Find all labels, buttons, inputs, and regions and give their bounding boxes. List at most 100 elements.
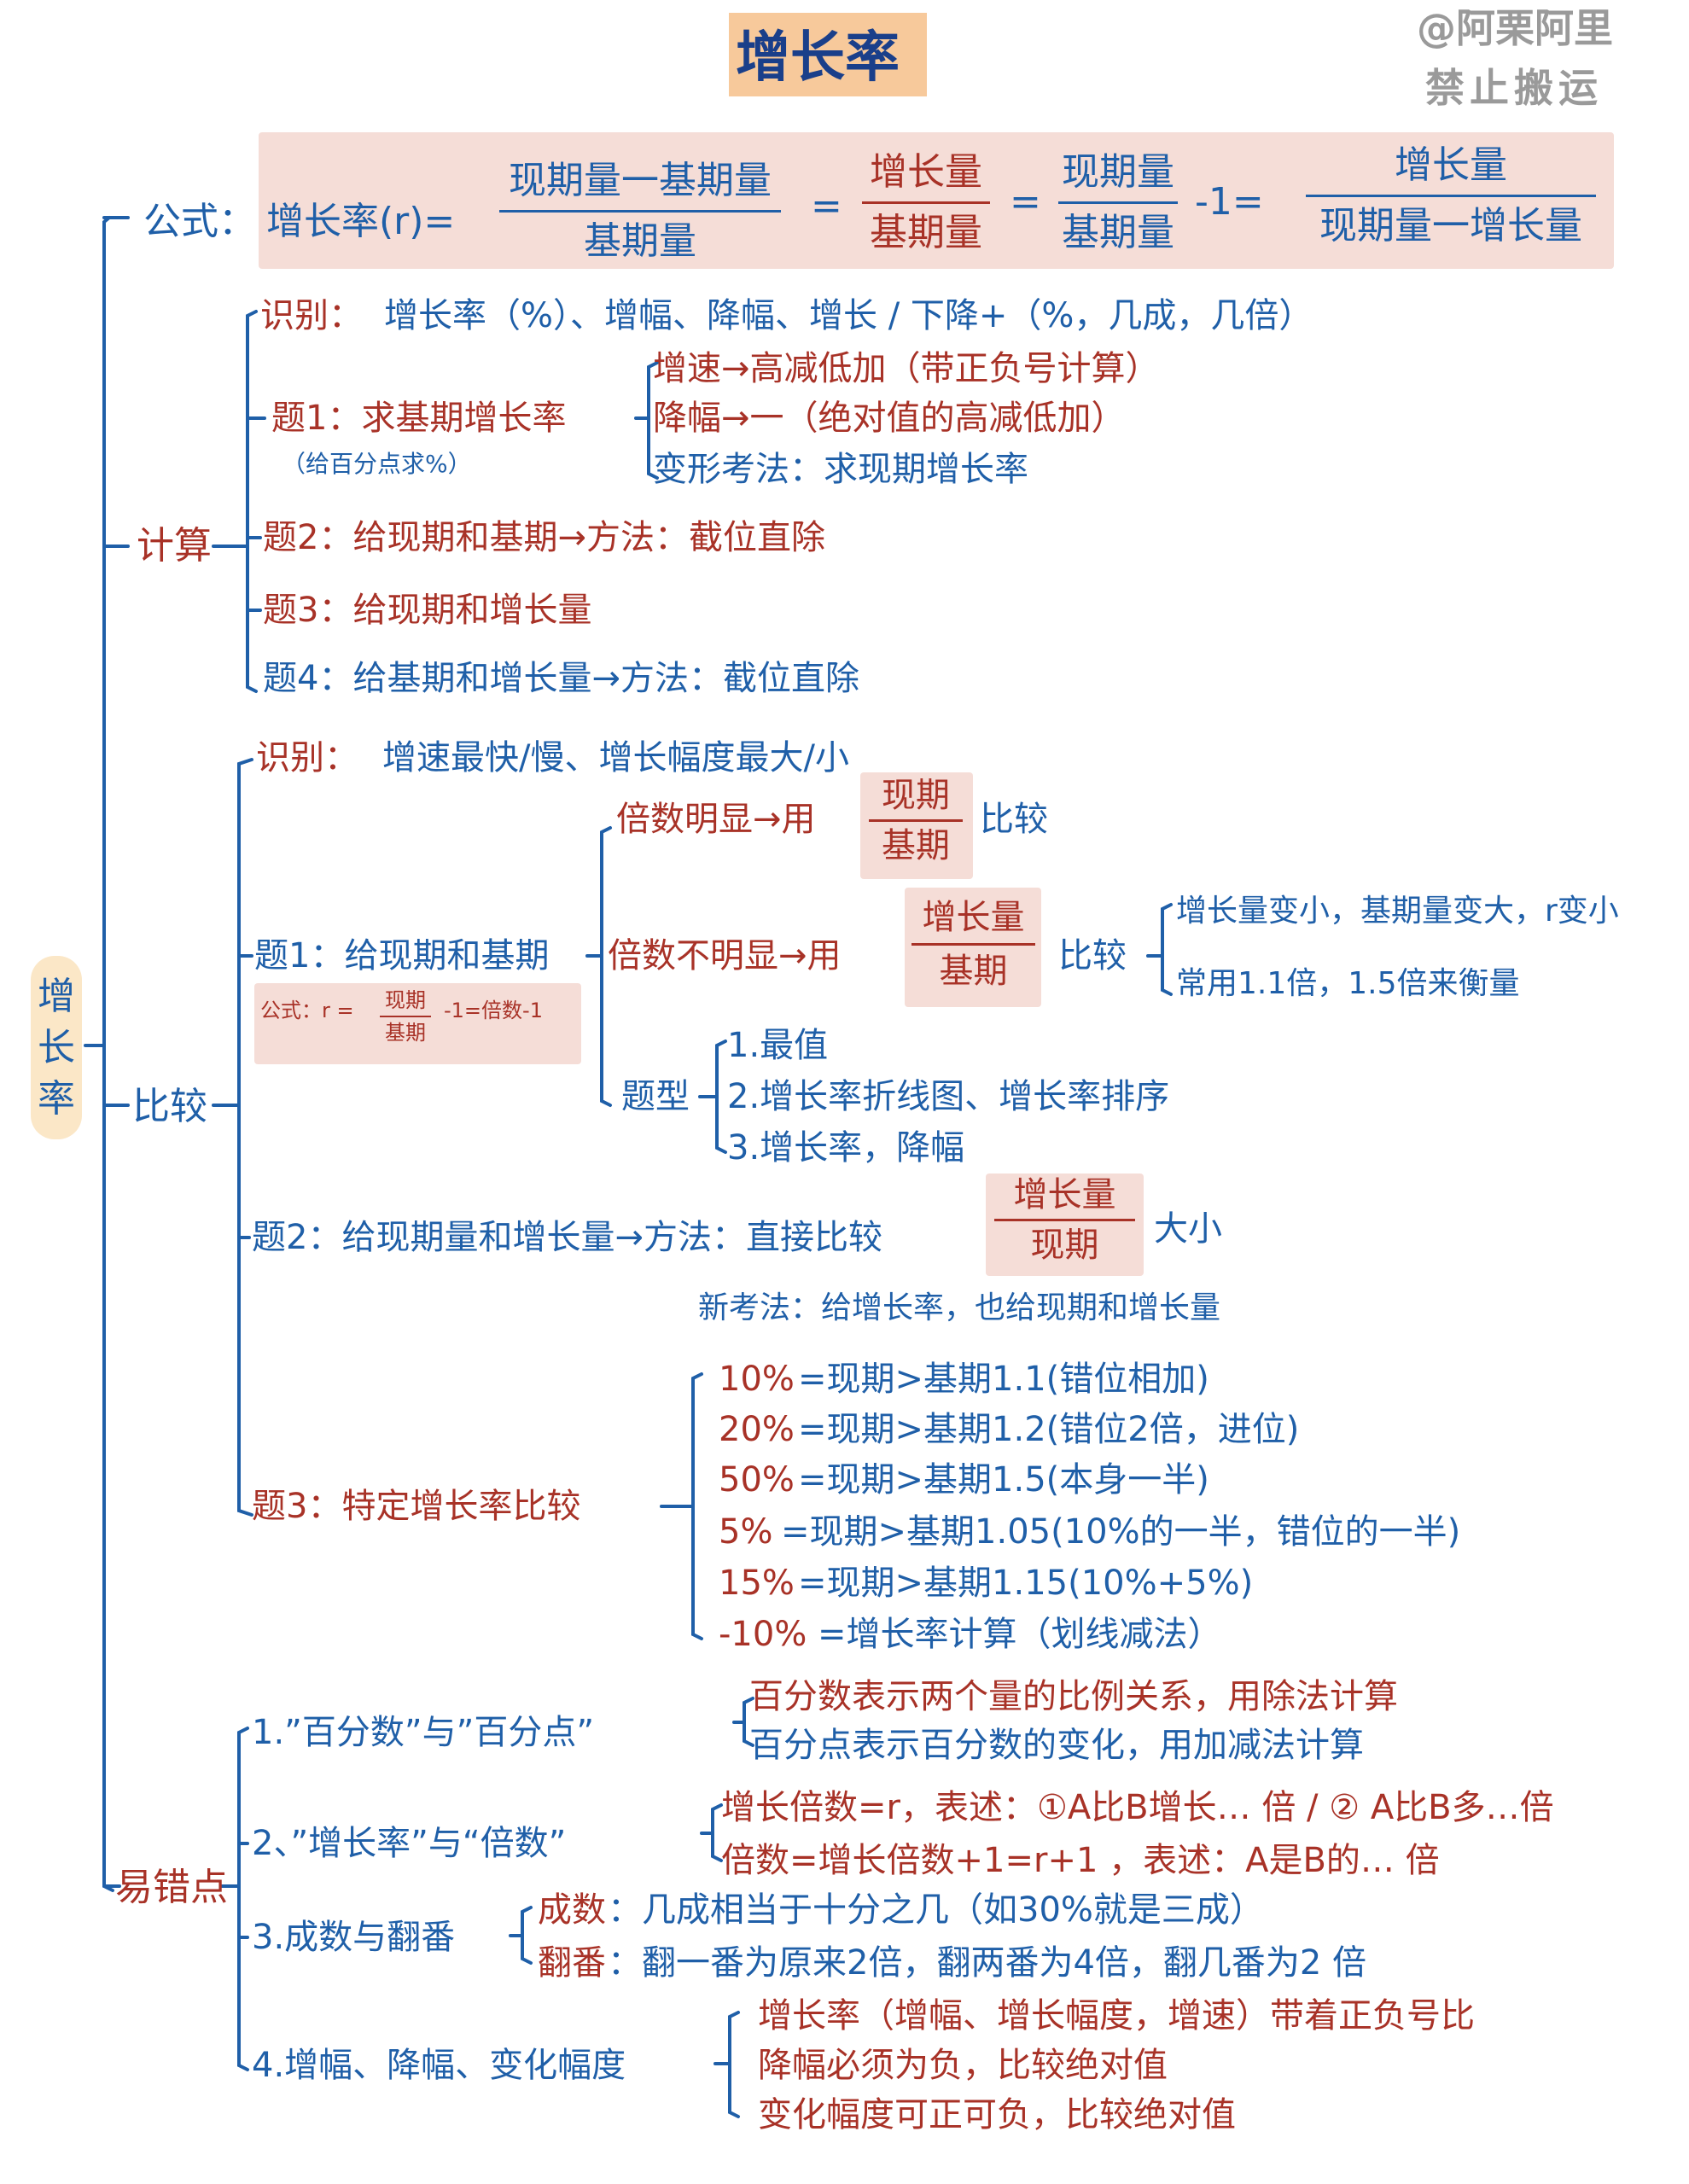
compare-not-obvious-pre: 倍数不明显→用 bbox=[608, 936, 842, 976]
compare-branch-label: 比较 bbox=[132, 1085, 207, 1128]
compare-new-method: 新考法：给增长率，也给现期和增长量 bbox=[698, 1290, 1221, 1325]
compare-q1-formula-highlight bbox=[254, 983, 581, 1064]
compare-q3-pct: 10% bbox=[719, 1360, 795, 1399]
fraction-bar bbox=[862, 201, 990, 204]
calc-q1-note: （给百分点求%） bbox=[282, 450, 472, 478]
formula-fraction-3: 现期量 基期量 bbox=[1058, 154, 1178, 252]
fraction-denominator: 基期量 bbox=[1062, 211, 1174, 254]
compare-q3-pct: 5% bbox=[719, 1512, 773, 1552]
compare-obvious-fraction: 现期 基期 bbox=[869, 778, 963, 863]
compare-types-label: 题型 bbox=[621, 1077, 690, 1116]
formula-fraction-2: 增长量 基期量 bbox=[862, 154, 990, 252]
calc-identify-label: 识别： bbox=[260, 296, 363, 335]
mistakes-m4-item: 增长率（增幅、增长幅度，增速）带着正负号比 bbox=[758, 1996, 1475, 2035]
fraction-bar bbox=[499, 210, 781, 213]
fraction-denominator: 基期量 bbox=[870, 211, 982, 254]
compare-q2-pre: 题2：给现期量和增长量→方法：直接比较 bbox=[252, 1218, 882, 1257]
mistakes-m2-item: 倍数=增长倍数+1=r+1 ，表述：A是B的… 倍 bbox=[721, 1841, 1440, 1880]
compare-not-obvious-item: 增长量变小，基期量变大，r变小 bbox=[1176, 894, 1619, 929]
compare-q3-label: 题3：特定增长率比较 bbox=[252, 1487, 581, 1526]
fraction-denominator: 基期 bbox=[882, 826, 950, 865]
compare-q3-text: =现期>基期1.05(10%的一半，错位的一半) bbox=[781, 1512, 1461, 1552]
fraction-bar bbox=[911, 943, 1035, 946]
compare-q1-formula-prefix: 公式：r = bbox=[260, 999, 354, 1022]
calc-q4: 题4：给基期和增长量→方法：截位直除 bbox=[263, 659, 859, 698]
calc-q1-item: 增速→高减低加（带正负号计算） bbox=[653, 349, 1160, 388]
compare-not-obvious-fraction: 增长量 基期 bbox=[911, 900, 1035, 988]
calc-identify-text: 增长率（%）、增幅、降幅、增长 / 下降+（%，几成，几倍） bbox=[384, 296, 1313, 335]
formula-equals-2: = bbox=[1010, 180, 1041, 224]
title-highlight bbox=[729, 13, 927, 96]
calc-branch-label: 计算 bbox=[137, 524, 212, 568]
mistakes-m3-text: ：几成相当于十分之几（如30%就是三成） bbox=[608, 1890, 1264, 1930]
compare-type-item: 3.增长率，降幅 bbox=[727, 1128, 965, 1168]
mistakes-m3-label: 3.成数与翻番 bbox=[252, 1918, 456, 1957]
mistakes-m3-key: 成数 bbox=[538, 1890, 606, 1930]
mistakes-m2-label: 2、”增长率”与“倍数” bbox=[252, 1824, 567, 1863]
fraction-denominator: 基期量 bbox=[584, 219, 696, 263]
fraction-numerator: 增长量 bbox=[922, 898, 1025, 937]
compare-q2-fraction: 增长量 现期 bbox=[994, 1178, 1135, 1262]
mistakes-m4-label: 4.增幅、降幅、变化幅度 bbox=[252, 2046, 626, 2085]
page-title: 增长率 bbox=[736, 26, 900, 90]
compare-identify-text: 增速最快/慢、增长幅度最大/小 bbox=[382, 738, 849, 778]
compare-q2-post: 大小 bbox=[1154, 1209, 1222, 1249]
fraction-numerator: 增长量 bbox=[870, 150, 982, 194]
fraction-numerator: 增长量 bbox=[1395, 143, 1507, 187]
mistakes-m4-item: 降幅必须为负，比较绝对值 bbox=[758, 2046, 1168, 2085]
fraction-numerator: 现期 bbox=[385, 988, 426, 1012]
compare-type-item: 2.增长率折线图、增长率排序 bbox=[727, 1077, 1170, 1116]
compare-q3-pct: -10% bbox=[719, 1615, 807, 1654]
compare-obvious-pre: 倍数明显→用 bbox=[616, 800, 816, 839]
fraction-numerator: 现期量一基期量 bbox=[509, 159, 772, 202]
compare-obvious-highlight bbox=[860, 772, 973, 879]
compare-not-obvious-item: 常用1.1倍，1.5倍来衡量 bbox=[1176, 966, 1520, 1001]
mistakes-m1-label: 1.”百分数”与”百分点” bbox=[252, 1713, 595, 1752]
mistakes-m3-text: ：翻一番为原来2倍，翻两番为4倍，翻几番为2 倍 bbox=[608, 1943, 1367, 1983]
calc-q3: 题3：给现期和增长量 bbox=[263, 591, 592, 630]
calc-q1-label: 题1：求基期增长率 bbox=[271, 399, 567, 438]
formula-label: 公式： bbox=[143, 200, 256, 243]
compare-identify-label: 识别： bbox=[256, 738, 358, 778]
formula-lhs: 增长率(r)= bbox=[266, 200, 456, 243]
formula-fraction-4: 增长量 现期量一增长量 bbox=[1306, 147, 1596, 245]
calc-q1-item: 降幅→一（绝对值的高减低加） bbox=[653, 399, 1126, 438]
fraction-denominator: 基期 bbox=[385, 1021, 426, 1045]
compare-type-item: 1.最值 bbox=[727, 1026, 829, 1065]
compare-obvious-post: 比较 bbox=[980, 800, 1048, 839]
watermark-handle: @阿栗阿里 bbox=[1417, 5, 1613, 51]
root-node: 增长率 bbox=[38, 975, 75, 1121]
mistakes-m3-key: 翻番 bbox=[538, 1943, 606, 1983]
formula-equals-1: = bbox=[811, 184, 842, 228]
formula-fraction-1: 现期量一基期量 基期量 bbox=[499, 162, 781, 260]
compare-q3-text: =现期>基期1.5(本身一半) bbox=[798, 1460, 1209, 1500]
fraction-denominator: 现期量一增长量 bbox=[1319, 204, 1582, 248]
mistakes-branch-label: 易错点 bbox=[115, 1866, 228, 1909]
fraction-bar bbox=[869, 819, 963, 822]
mistakes-m2-item: 增长倍数=r，表述：①A比B增长… 倍 / ② A比B多…倍 bbox=[721, 1788, 1554, 1827]
mistakes-m1-item: 百分点表示百分数的变化，用加减法计算 bbox=[749, 1726, 1364, 1765]
fraction-bar bbox=[1058, 201, 1178, 204]
watermark-notice: 禁止搬运 bbox=[1425, 65, 1603, 111]
mistakes-m4-item: 变化幅度可正可负，比较绝对值 bbox=[758, 2095, 1236, 2134]
fraction-bar bbox=[1306, 195, 1596, 197]
compare-q3-pct: 50% bbox=[719, 1460, 795, 1500]
mistakes-m1-item: 百分数表示两个量的比例关系，用除法计算 bbox=[749, 1677, 1398, 1716]
fraction-bar bbox=[994, 1219, 1135, 1221]
compare-not-obvious-highlight bbox=[905, 888, 1041, 1007]
compare-q1-formula-suffix: -1=倍数-1 bbox=[444, 999, 543, 1022]
compare-q1-label: 题1：给现期和基期 bbox=[254, 936, 550, 976]
compare-q1-formula-fraction: 现期 基期 bbox=[380, 990, 431, 1043]
compare-not-obvious-post: 比较 bbox=[1058, 936, 1127, 976]
calc-q2: 题2：给现期和基期→方法：截位直除 bbox=[263, 518, 825, 557]
compare-q3-text: =现期>基期1.2(错位2倍，进位) bbox=[798, 1410, 1300, 1449]
compare-q3-text: =现期>基期1.1(错位相加) bbox=[798, 1360, 1209, 1399]
root-highlight bbox=[31, 956, 82, 1139]
compare-q2-highlight bbox=[986, 1174, 1144, 1276]
fraction-numerator: 现期 bbox=[882, 776, 950, 815]
compare-q3-pct: 20% bbox=[719, 1410, 795, 1449]
fraction-denominator: 基期 bbox=[939, 952, 1008, 991]
fraction-denominator: 现期 bbox=[1030, 1226, 1099, 1265]
calc-q1-item: 变形考法：求现期增长率 bbox=[653, 450, 1028, 489]
